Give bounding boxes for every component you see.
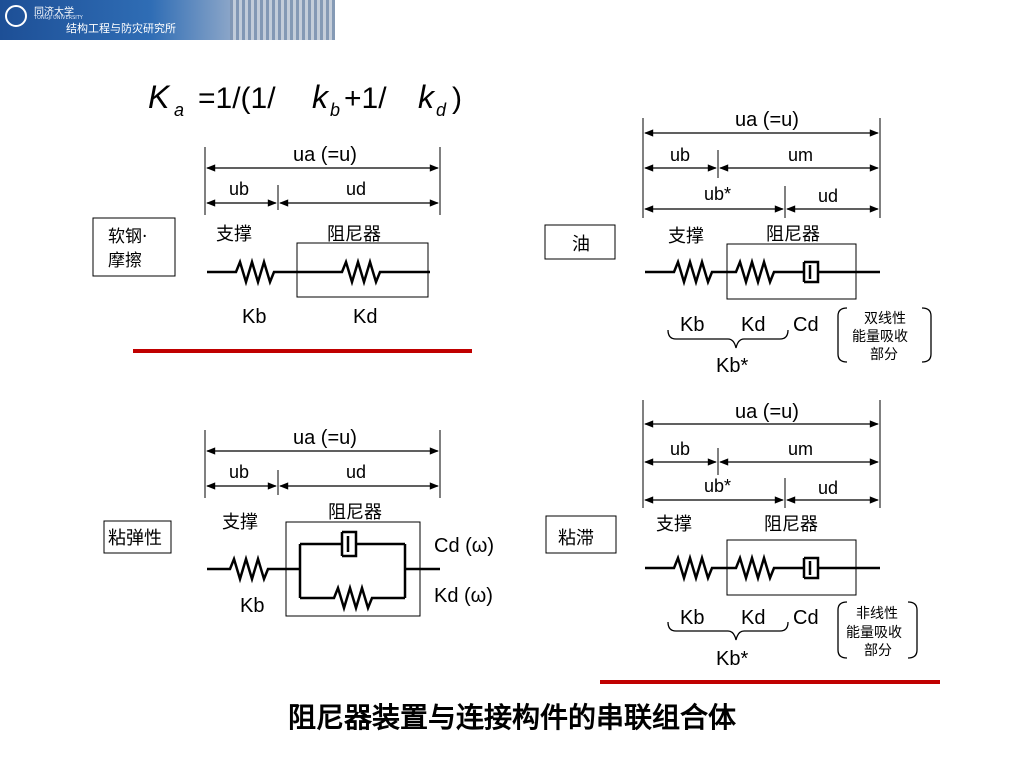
formula-close: )	[452, 82, 462, 115]
viscous-brace-label: 支撑	[656, 514, 692, 535]
formula-k2: k	[418, 79, 436, 115]
oil-kd-label: Kd	[741, 314, 765, 336]
formula: K a =1/(1/ k b +1/ k d )	[148, 79, 462, 120]
steel-type-label-1: 软钢·	[108, 227, 147, 247]
steel-ub-label: ub	[229, 179, 249, 199]
steel-ua-label: ua (=u)	[293, 144, 357, 166]
viscous-kd-label: Kd	[741, 607, 765, 629]
visco-ua-label: ua (=u)	[293, 427, 357, 449]
panel-viscous	[545, 400, 940, 684]
oil-kb-label: Kb	[680, 314, 704, 336]
formula-lhs: K	[148, 79, 171, 115]
oil-brace-label: 支撑	[668, 226, 704, 247]
steel-kb-label: Kb	[242, 306, 266, 328]
oil-note-line2: 能量吸收	[852, 329, 908, 345]
university-name-en: TONGJI UNIVERSITY	[34, 15, 83, 21]
steel-brace-label: 支撑	[216, 224, 252, 245]
viscous-note-line3: 部分	[864, 643, 892, 659]
visco-type-label: 粘弹性	[108, 528, 162, 549]
steel-ud-label: ud	[346, 179, 366, 199]
oil-ud-label: ud	[818, 186, 838, 206]
viscous-ub-label: ub	[670, 439, 690, 459]
visco-ud-label: ud	[346, 462, 366, 482]
building-photo	[230, 0, 335, 40]
visco-brace-label: 支撑	[222, 512, 258, 533]
oil-um-label: um	[788, 145, 813, 165]
oil-type-label: 油	[572, 234, 590, 255]
oil-ubstar-label: ub*	[704, 184, 731, 204]
institute-name: 结构工程与防灾研究所	[66, 22, 176, 35]
visco-kd-label: Kd (ω)	[434, 585, 493, 607]
oil-kbstar-label: Kb*	[716, 355, 748, 377]
viscous-um-label: um	[788, 439, 813, 459]
oil-damper-label: 阻尼器	[766, 224, 820, 245]
viscous-ua-label: ua (=u)	[735, 401, 799, 423]
panel-oil	[544, 118, 932, 363]
viscous-ubstar-label: ub*	[704, 476, 731, 496]
oil-cd-label: Cd	[793, 314, 819, 336]
formula-eq: =1/(1/	[198, 82, 276, 115]
oil-note-line3: 部分	[870, 347, 898, 363]
panel-steel-friction	[92, 147, 472, 353]
visco-cd-label: Cd (ω)	[434, 535, 494, 557]
oil-note-line1: 双线性	[864, 311, 906, 327]
university-name: 同济大学	[34, 7, 74, 18]
viscous-kbstar-label: Kb*	[716, 648, 748, 670]
steel-kd-label: Kd	[353, 306, 377, 328]
viscous-kb-label: Kb	[680, 607, 704, 629]
visco-damper-label: 阻尼器	[328, 502, 382, 523]
oil-ub-label: ub	[670, 145, 690, 165]
viscous-type-label: 粘滞	[558, 528, 594, 549]
visco-ub-label: ub	[229, 462, 249, 482]
formula-k1: k	[312, 79, 330, 115]
panel-viscoelastic	[103, 430, 441, 617]
formula-lhs-sub: a	[174, 100, 184, 120]
formula-mid: +1/	[344, 82, 387, 115]
university-logo-icon	[5, 5, 27, 27]
viscous-ud-label: ud	[818, 478, 838, 498]
steel-type-label-2: 摩擦	[108, 251, 142, 271]
steel-damper-label: 阻尼器	[327, 224, 381, 245]
viscous-note-line2: 能量吸收	[846, 625, 902, 641]
viscous-damper-label: 阻尼器	[764, 514, 818, 535]
formula-k2-sub: d	[436, 100, 447, 120]
header-banner: 同济大学 TONGJI UNIVERSITY 结构工程与防灾研究所	[0, 0, 335, 40]
viscous-cd-label: Cd	[793, 607, 819, 629]
formula-k1-sub: b	[330, 100, 340, 120]
figure-caption: 阻尼器装置与连接构件的串联组合体	[287, 701, 736, 734]
oil-ua-label: ua (=u)	[735, 109, 799, 131]
visco-kb-label: Kb	[240, 595, 264, 617]
viscous-note-line1: 非线性	[856, 606, 898, 622]
